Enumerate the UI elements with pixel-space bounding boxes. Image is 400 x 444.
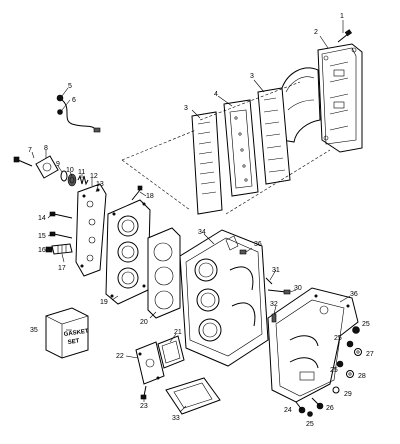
callout-35: 35 [30,327,38,334]
seal-9-icon [60,170,68,182]
exhaust-plate-3b [257,87,291,185]
crankcase-half [267,287,359,403]
callout-7: 7 [28,147,32,154]
callout-23: 23 [140,403,148,410]
exhaust-manifold [281,67,321,143]
water-cover-plate [75,183,107,277]
callout-28: 28 [358,373,366,380]
thermostat-cover [35,155,59,179]
callout-13: 13 [96,181,104,188]
callout-15: 15 [38,233,46,240]
washer-27-icon [354,348,362,356]
gasket-33 [165,377,221,415]
callout-36: 36 [350,291,358,298]
callout-12: 12 [90,173,98,180]
callout-34: 34 [198,229,206,236]
exhaust-plate-4 [223,99,259,197]
callout-25: 25 [306,421,314,428]
spark-plug-icon [45,243,73,255]
head-gasket [147,227,181,319]
callout-21: 21 [174,329,182,336]
bolt-1-icon [337,29,353,43]
callout-25: 25 [330,367,338,374]
callout-3: 3 [184,105,188,112]
bolt-24-icon [295,401,306,414]
exhaust-plate-3a [191,111,223,215]
callout-4: 4 [214,91,218,98]
callout-26: 26 [326,405,334,412]
callout-17: 17 [58,265,66,272]
callout-36: 36 [254,241,262,248]
gasket-set-label-line2: SET [67,338,80,346]
temperature-sensor [56,94,101,133]
stud-31-icon [265,277,273,285]
washer-28-icon [346,370,354,378]
bypass-cover [135,341,165,385]
alignment-line [121,129,197,161]
spring-11-icon [77,174,89,186]
callout-2: 2 [314,29,318,36]
callout-5: 5 [68,83,72,90]
screw-18-icon [131,185,143,201]
callout-19: 19 [100,299,108,306]
callout-9: 9 [56,161,60,168]
exhaust-cover [317,43,363,153]
screw-7-icon [13,156,33,167]
callout-20: 20 [140,319,148,326]
pin-32-icon [271,313,277,323]
screw-15-icon [49,231,73,239]
callout-24: 24 [284,407,292,414]
alignment-line [121,159,191,211]
callout-18: 18 [146,193,154,200]
callout-25: 25 [334,335,342,342]
callout-25: 25 [362,321,370,328]
nut-25a-icon [352,326,360,334]
screw-23-icon [140,385,147,400]
alignment-line [199,81,301,121]
callout-10: 10 [66,167,74,174]
gasket-set-box: GASKET SET [45,307,89,359]
leader-lines [31,20,351,413]
callout-29: 29 [344,391,352,398]
callout-8: 8 [44,145,48,152]
callout-6: 6 [72,97,76,104]
gasket-set-label-line1: GASKET [63,329,89,338]
nut-25d-icon [307,411,313,417]
callout-11: 11 [78,169,85,176]
dowel-30-icon [267,289,291,295]
callout-32: 32 [270,301,278,308]
nut-25c-icon [336,360,344,368]
bolt-26-icon [311,397,324,410]
nut-25b-icon [346,340,354,348]
callout-33: 33 [172,415,180,422]
callout-labels: 1 2 3 3 4 5 6 7 8 9 10 11 12 13 14 15 16… [28,13,374,428]
callout-22: 22 [116,353,124,360]
cylinder-block [179,229,269,367]
callout-3: 3 [250,73,254,80]
bypass-cover-gasket [157,335,185,369]
callout-27: 27 [366,351,374,358]
alignment-line [225,149,331,215]
thermostat-icon [67,173,77,187]
callout-30: 30 [294,285,302,292]
washer-29-icon [332,386,340,394]
cylinder-head [105,199,151,305]
callout-14: 14 [38,215,46,222]
screw-14-icon [49,211,73,219]
callout-1: 1 [340,13,344,20]
callout-16: 16 [38,247,46,254]
callout-31: 31 [272,267,280,274]
